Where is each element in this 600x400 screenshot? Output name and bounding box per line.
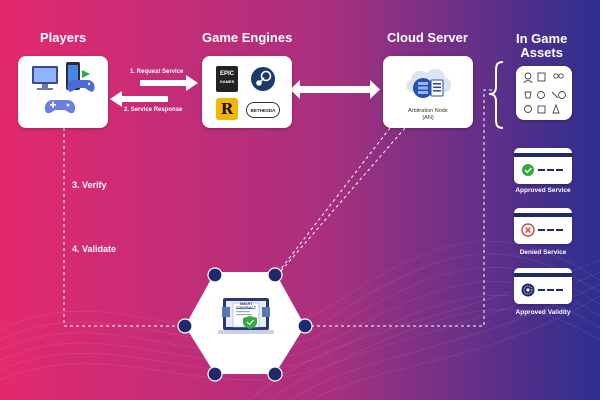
epic-logo-text: EPIC [219, 71, 234, 77]
steam-logo [251, 67, 275, 91]
node-dot [297, 318, 313, 334]
request-arrow-shaft [140, 80, 186, 86]
in-game-assets-card[interactable] [516, 66, 572, 120]
request-service-label: 1. Request Service [130, 69, 184, 75]
response-arrow-shaft [122, 96, 168, 102]
card-stripe [514, 213, 572, 217]
verify-validate-route [63, 128, 185, 327]
gem-icon [524, 105, 532, 113]
dashed-routes [63, 89, 492, 327]
approved-validity-card[interactable] [514, 268, 572, 304]
node-dot [177, 318, 193, 334]
sword-icon [551, 91, 559, 99]
smart-contract-tag-line1: SMART [239, 302, 253, 306]
approved-service-card[interactable] [514, 148, 572, 184]
response-arrow-head [110, 91, 122, 107]
bethesda-logo: BETHESDA [246, 102, 280, 118]
validate-step-label: 4. Validate [72, 244, 117, 254]
request-response-arrows [110, 75, 380, 107]
pc-icon [32, 66, 58, 90]
cloud-server-card[interactable]: Arbitration Node (AN) [383, 56, 473, 128]
rockstar-logo: R [216, 98, 238, 120]
in-game-assets-title: In Game Assets [516, 32, 567, 60]
engine-cloud-arrow-shaft [300, 86, 370, 93]
potion-icon [537, 91, 545, 99]
character-icon [524, 72, 532, 80]
cloud-to-contract-line-2 [279, 127, 406, 273]
approved-validity-label: Approved Validity [515, 309, 571, 316]
node-dot [207, 267, 223, 283]
node-dot [207, 366, 223, 382]
engine-cloud-arrow-right-head [370, 80, 380, 99]
smart-contract-tag-line2: CONTRACT [235, 306, 257, 310]
card-stripe [514, 273, 572, 277]
cloud-server-title: Cloud Server [387, 30, 468, 45]
contract-to-assets-route [305, 89, 492, 327]
approved-service-label: Approved Service [515, 187, 571, 194]
chest-icon [537, 105, 546, 114]
cross-icon [521, 223, 563, 237]
hexagon-nodes [177, 267, 313, 382]
epic-games-logo: EPIC GAMES [216, 66, 238, 92]
smart-contract-laptop-icon [218, 298, 274, 334]
armor-icon [537, 72, 546, 82]
in-game-assets-title-line2: Assets [520, 45, 563, 60]
players-icons [32, 62, 95, 114]
cloud-server-icon [406, 68, 451, 98]
players-title: Players [40, 30, 87, 45]
character-icon-body [523, 80, 533, 84]
service-response-label: 2. Service Response [124, 107, 183, 113]
wave-decoration [0, 240, 600, 400]
badge-icon [521, 283, 563, 297]
arbitration-node-label-line1: Arbitration Node [408, 108, 448, 114]
shield-icon [524, 91, 532, 99]
check-icon [522, 164, 563, 176]
verify-step-label: 3. Verify [72, 180, 107, 190]
denied-service-card[interactable] [514, 208, 572, 244]
gamepad-icon [67, 80, 95, 92]
epic-logo-subtext: GAMES [219, 79, 235, 84]
players-card[interactable] [18, 56, 108, 128]
game-engines-title: Game Engines [202, 30, 293, 45]
arbitration-node-label: Arbitration Node (AN) [393, 108, 463, 122]
node-dot [267, 366, 283, 382]
engine-cloud-arrow-left-head [290, 80, 300, 99]
assets-brace [488, 61, 504, 129]
arbitration-node-label-line2: (AN) [422, 115, 434, 121]
team-icon [553, 73, 559, 79]
in-game-assets-title-line1: In Game [516, 31, 568, 46]
card-stripe [514, 153, 572, 157]
game-engines-card[interactable]: EPIC GAMES R BETHESDA [202, 56, 292, 128]
request-arrow-head [186, 75, 198, 91]
smart-contract-tag: SMART CONTRACT [235, 302, 257, 310]
node-dot [267, 267, 283, 283]
denied-service-label: Denied Service [519, 249, 567, 256]
crown-icon [552, 103, 560, 114]
asset-icons-grid [523, 72, 566, 114]
gamepad-icon-small [44, 100, 76, 114]
coin-icon [558, 91, 566, 99]
